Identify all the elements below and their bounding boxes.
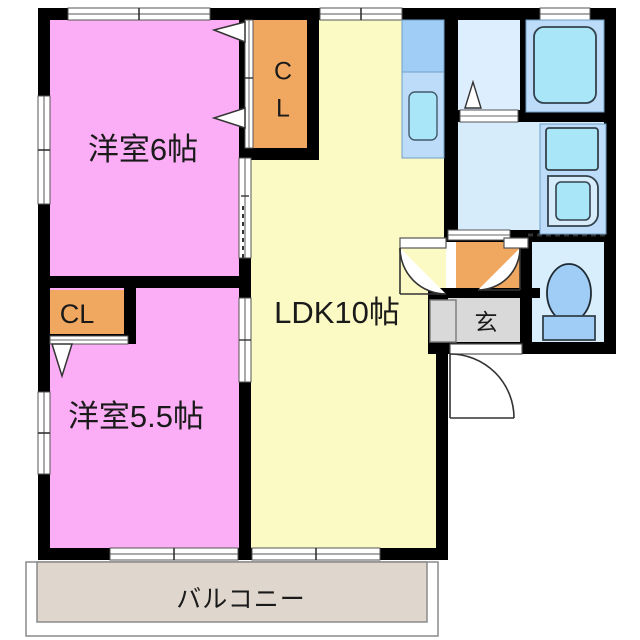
toilet-tank-icon: [542, 315, 596, 341]
toilet-bowl-icon: [546, 263, 592, 323]
closet-top-door-arrow-upper: [211, 21, 246, 44]
bath-door-arrow-icon: [464, 79, 482, 109]
wall-closet-top-bottom: [245, 148, 319, 160]
door-hall-swing[interactable]: [477, 237, 529, 291]
bathroom-fixtures: [464, 19, 605, 113]
wall-toilet-bottom: [520, 342, 616, 354]
closet-bottom-doors[interactable]: [49, 335, 129, 379]
door-ldk-to-hall[interactable]: [399, 237, 447, 295]
window-bedroom55-bottom: [109, 547, 239, 561]
closet-bottom-fill: [48, 290, 130, 336]
door-entrance-front[interactable]: [449, 343, 523, 419]
openings: [37, 7, 606, 561]
door-bedroom55-to-ldk[interactable]: [238, 297, 252, 383]
washing-machine-pan-icon: [545, 127, 599, 171]
balcony-floor: [36, 561, 428, 623]
closet-top-door-arrow-lower: [211, 106, 246, 130]
window-bedroom6-top: [67, 7, 211, 21]
shoe-box-icon: [429, 299, 457, 343]
stove-icon: [401, 19, 445, 73]
wall-closet-top-top: [245, 8, 319, 20]
wall-bath-divider: [520, 20, 526, 112]
wall-toilet-left: [520, 240, 532, 354]
entrance-label: 玄: [475, 309, 498, 335]
washroom-fixtures: [539, 123, 607, 235]
door-bedroom6-to-ldk[interactable]: [238, 157, 252, 259]
wall-between-bedrooms: [38, 276, 251, 288]
window-bedroom55-left: [37, 391, 51, 475]
door-washroom-bottom[interactable]: [447, 229, 511, 241]
room-bedroom-6-fill: [48, 18, 245, 281]
entrance-shoe-box: [429, 299, 457, 343]
window-ldk-top: [319, 7, 403, 21]
balcony-area: バルコニー: [25, 561, 439, 637]
bedroom-6-label: 洋室6帖: [88, 132, 198, 167]
kitchen-sink-icon: [408, 91, 438, 141]
window-bedroom6-left: [37, 95, 51, 205]
closet-top-doors[interactable]: [211, 19, 254, 149]
bathtub-icon: [533, 26, 597, 104]
toilet-fixtures: [542, 263, 596, 341]
wall-wetzone-left: [444, 8, 458, 240]
wall-toilet-right: [604, 240, 616, 354]
wall-closet-bottom-right: [124, 282, 136, 342]
ldk-label: LDK10帖: [274, 295, 400, 330]
wall-closet-top-right: [307, 8, 319, 160]
closet-top-fill: [252, 18, 312, 152]
window-ldk-bottom: [251, 547, 381, 561]
window-bath-top: [539, 7, 591, 21]
closet-top-label-l: L: [276, 95, 290, 123]
wall-ldk-right-lower: [436, 296, 448, 560]
balcony-label: バルコニー: [176, 586, 306, 614]
wall-bedroom55-ldk: [239, 330, 251, 560]
bedroom-55-label: 洋室5.5帖: [68, 399, 204, 434]
closet-bottom-door-arrow: [50, 343, 74, 379]
kitchen-fixtures: [401, 19, 445, 159]
closet-bottom-label: CL: [60, 299, 95, 329]
vanity-sink-icon: [555, 181, 591, 221]
closet-top-label-c: C: [274, 58, 292, 86]
wall-genkan-top: [428, 288, 540, 298]
door-bath-to-washroom[interactable]: [459, 109, 519, 123]
